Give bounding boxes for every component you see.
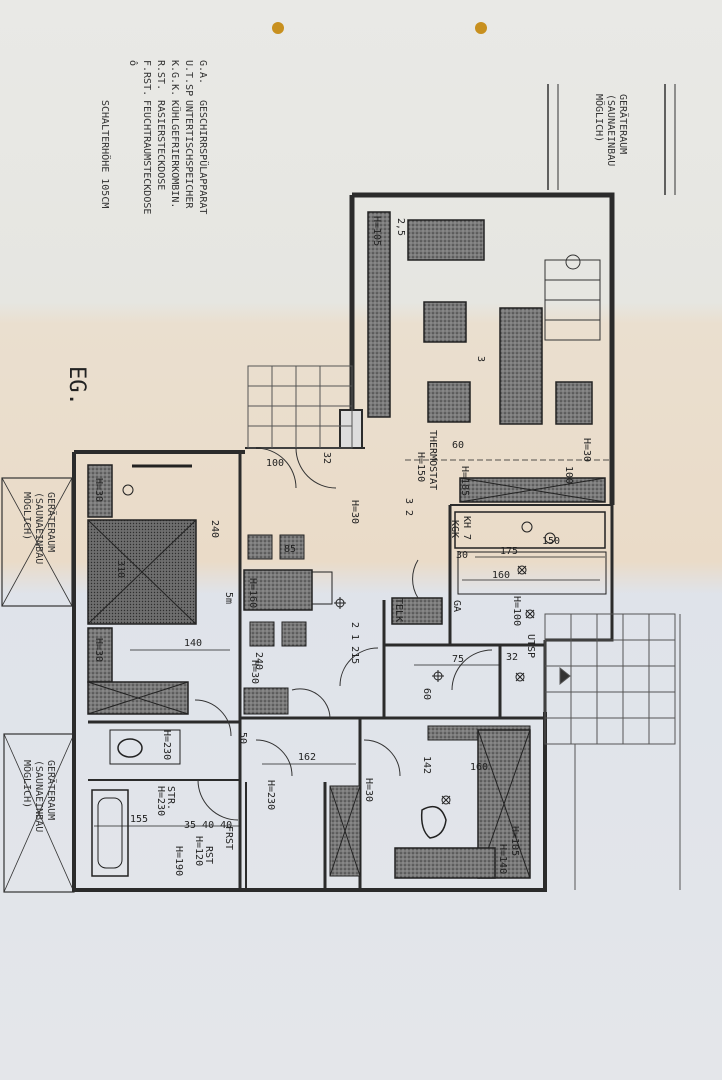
ga-label: GA: [451, 600, 462, 612]
punch-hole: [272, 22, 284, 34]
dim-310: 310: [115, 560, 126, 578]
height-labels: H=105 2,5 3 H=30 H=30 H=30 H=30 H=30 H=3…: [93, 216, 592, 876]
dim-75: 75: [452, 654, 464, 665]
dim-35-40-40: 35 40 40: [184, 820, 232, 831]
svg-text:H=30: H=30: [93, 478, 104, 502]
door-swings: [194, 447, 493, 821]
svg-text:H=30: H=30: [581, 438, 592, 462]
legend-text-rst: RASIERSTECKDOSE: [155, 100, 166, 190]
svg-text:H=105: H=105: [371, 216, 382, 246]
dim-140: 140: [184, 638, 202, 649]
dim-60: 60: [452, 440, 464, 451]
svg-text:MÖGLICH): MÖGLICH): [593, 94, 606, 142]
dimension-lines: [94, 459, 610, 827]
legend-block: G.A. GESCHIRRSPÜLAPPARAT U.T.SP UNTERTIS…: [99, 60, 210, 214]
legend-text-frst: FEUCHTRAUMSTECKDOSE: [141, 100, 152, 214]
svg-text:H=30: H=30: [93, 638, 104, 662]
dim-2-1-215: 2 1 215: [349, 622, 360, 664]
svg-text:2,5: 2,5: [395, 218, 406, 236]
svg-text:H=150: H=150: [415, 452, 426, 482]
svg-text:H=30: H=30: [363, 778, 374, 802]
punch-hole: [475, 22, 487, 34]
floor-label: EG.: [64, 366, 89, 406]
telk-label: TELK: [393, 598, 404, 622]
svg-text:H=190: H=190: [173, 846, 184, 876]
legend-switch-icon: ô: [127, 60, 139, 66]
dim-60b: 60: [421, 688, 432, 700]
svg-text:GERÄTERAUM: GERÄTERAUM: [617, 94, 630, 154]
dim-32: 32: [321, 452, 332, 464]
utsp-label: UTSP: [525, 634, 536, 658]
frst-label: FRST: [223, 826, 234, 850]
thermostat-label: THERMOSTAT: [427, 430, 438, 490]
dim-162: 162: [298, 752, 316, 763]
dim-155: 155: [130, 814, 148, 825]
svg-text:H=160: H=160: [247, 578, 258, 608]
svg-text:GERÄTERAUM: GERÄTERAUM: [45, 760, 58, 820]
svg-text:H=140: H=140: [497, 844, 508, 874]
dim-30: 30: [456, 550, 468, 561]
hall-fixtures: [243, 534, 333, 715]
svg-text:(SAUNAEINBAU: (SAUNAEINBAU: [33, 760, 44, 832]
svg-text:H=185: H=185: [459, 466, 470, 496]
svg-text:(SAUNAEINBAU: (SAUNAEINBAU: [33, 492, 44, 564]
geraeteraum-box-left-lower: GERÄTERAUM (SAUNAEINBAU MÖGLICH): [3, 733, 75, 893]
svg-text:(SAUNAEINBAU: (SAUNAEINBAU: [605, 94, 616, 166]
svg-text:GERÄTERAUM: GERÄTERAUM: [45, 492, 58, 552]
geraeteraum-box-left: GERÄTERAUM (SAUNAEINBAU MÖGLICH): [1, 477, 73, 607]
svg-text:H=230: H=230: [155, 786, 166, 816]
dim-32b: 32: [506, 652, 518, 663]
legend-text-kgk: KÜHLGEFRIERKOMBIN.: [169, 100, 182, 208]
svg-text:H=100: H=100: [511, 596, 522, 626]
rst-label: RST: [203, 846, 214, 864]
dim-150: 150: [542, 536, 560, 547]
bathroom: [91, 729, 181, 877]
svg-text:H=120: H=120: [193, 836, 204, 866]
svg-text:MÖGLICH): MÖGLICH): [21, 492, 34, 540]
svg-text:MÖGLICH): MÖGLICH): [21, 760, 34, 808]
dim-100b: 100: [563, 466, 574, 484]
legend-code-rst: R.ST.: [155, 60, 166, 90]
legend-code-frst: F.RST.: [141, 60, 152, 96]
svg-text:3 2: 3 2: [403, 498, 414, 516]
left-room-fixtures: [87, 464, 197, 715]
dim-160b: 160: [470, 762, 488, 773]
dim-85: 85: [284, 544, 296, 555]
svg-text:H=230: H=230: [161, 730, 172, 760]
svg-text:H=30: H=30: [349, 500, 360, 524]
dim-160: 160: [492, 570, 510, 581]
bedroom-right: [329, 725, 531, 879]
dim-175: 175: [500, 546, 518, 557]
terrace-grid-right: [544, 613, 681, 890]
svg-text:H=230: H=230: [265, 780, 276, 810]
dim-240: 240: [209, 520, 220, 538]
text-annotations: THERMOSTAT H=150 3 2 TELK GA KGK KH 7 UT…: [165, 430, 536, 864]
legend-text-ga: GESCHIRRSPÜLAPPARAT: [197, 100, 210, 214]
svg-text:H=105: H=105: [509, 826, 520, 856]
str-label: STR.: [165, 786, 176, 810]
legend-switch-height: SCHALTERHÖHE 105CM: [99, 100, 112, 208]
dim-50: 50: [237, 732, 248, 744]
dining-area: [367, 211, 607, 625]
dim-240b: 240: [253, 652, 264, 670]
electrical-symbols: [122, 484, 535, 805]
geraeteraum-box-top: GERÄTERAUM (SAUNAEINBAU MÖGLICH): [547, 84, 676, 195]
legend-code-kgk: K.G.K.: [169, 60, 180, 96]
svg-text:3: 3: [475, 356, 486, 362]
kgk-label: KGK: [449, 520, 460, 538]
dimension-labels: 100 32 60 100 240 310 140 240 175 160 75…: [115, 440, 574, 831]
terrace-grid-top: [247, 365, 353, 449]
dim-142: 142: [421, 756, 432, 774]
kh-label: KH 7: [461, 516, 472, 540]
dim-100: 100: [266, 458, 284, 469]
legend-code-utsp: U.T.SP: [183, 60, 194, 96]
legend-text-utsp: UNTERTISCHSPEICHER: [183, 100, 194, 209]
legend-code-ga: G.A.: [197, 60, 208, 84]
dim-5m: 5m: [223, 592, 234, 604]
svg-text:H=30: H=30: [249, 660, 260, 684]
